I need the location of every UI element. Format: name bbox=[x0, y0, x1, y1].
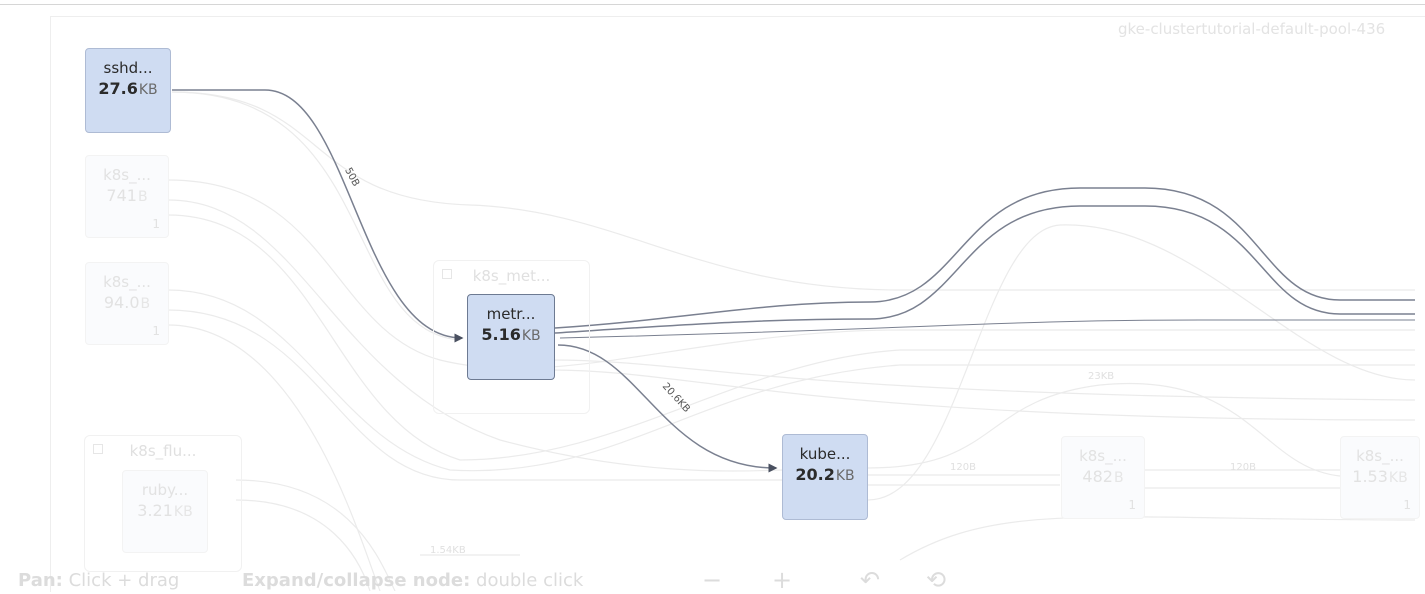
node-count: 1 bbox=[1403, 498, 1411, 512]
node-count: 1 bbox=[1128, 498, 1136, 512]
edge-label-faint: 120B bbox=[1230, 462, 1256, 473]
pan-hint: Pan: Click + drag bbox=[18, 570, 180, 591]
top-divider bbox=[0, 4, 1425, 5]
node-metr[interactable]: metr... 5.16KB bbox=[467, 294, 555, 380]
faded-edges bbox=[167, 91, 1416, 591]
node-sshd[interactable]: sshd... 27.6KB bbox=[85, 48, 171, 133]
node-name: kube... bbox=[799, 445, 851, 463]
edge-label-faint: 120B bbox=[950, 462, 976, 473]
group-k8s-met[interactable]: k8s_met... bbox=[433, 260, 590, 414]
active-edges bbox=[172, 89, 1415, 473]
node-count: 1 bbox=[152, 324, 160, 338]
node-name: k8s_... bbox=[103, 166, 151, 184]
group-collapse-icon[interactable] bbox=[442, 269, 452, 279]
node-count: 1 bbox=[152, 217, 160, 231]
edge-metr-kube bbox=[557, 344, 778, 473]
edge-metr-out-1 bbox=[554, 187, 1415, 329]
node-name: k8s_... bbox=[1079, 447, 1127, 465]
node-value: 27.6KB bbox=[98, 79, 158, 98]
node-k8s-d[interactable]: k8s_... 1.53KB 1 bbox=[1340, 436, 1420, 519]
edge-metr-out-2 bbox=[554, 205, 1415, 334]
node-name: k8s_... bbox=[1356, 447, 1404, 465]
node-value: 482B bbox=[1082, 467, 1124, 486]
plus-icon[interactable]: + bbox=[771, 566, 793, 594]
group-collapse-icon[interactable] bbox=[93, 444, 103, 454]
node-value: 1.53KB bbox=[1352, 467, 1408, 486]
node-value: 741B bbox=[106, 186, 148, 205]
minus-icon[interactable]: − bbox=[701, 566, 723, 594]
group-title: k8s_flu... bbox=[129, 442, 197, 460]
node-value: 94.0B bbox=[103, 293, 151, 312]
node-name: metr... bbox=[486, 305, 536, 323]
cluster-name: gke-clustertutorial-default-pool-436 bbox=[1118, 20, 1386, 38]
node-value: 20.2KB bbox=[795, 465, 855, 484]
node-k8s-c[interactable]: k8s_... 482B 1 bbox=[1061, 436, 1145, 519]
node-name: ruby... bbox=[141, 481, 189, 499]
edge-sshd-metr bbox=[172, 89, 464, 343]
node-ruby[interactable]: ruby... 3.21KB bbox=[122, 470, 208, 553]
node-name: k8s_... bbox=[103, 273, 151, 291]
group-title: k8s_met... bbox=[472, 267, 551, 285]
undo-icon[interactable]: ↶ bbox=[859, 566, 881, 594]
cluster-frame bbox=[50, 16, 1425, 592]
reset-view-icon[interactable]: ⟲ bbox=[925, 566, 947, 594]
edge-label-faint: 1.54KB bbox=[430, 545, 466, 556]
node-kube[interactable]: kube... 20.2KB bbox=[782, 434, 868, 520]
node-value: 3.21KB bbox=[137, 501, 193, 520]
node-k8s-b[interactable]: k8s_... 94.0B 1 bbox=[85, 262, 169, 345]
node-name: sshd... bbox=[103, 59, 153, 77]
edge-return bbox=[559, 319, 1415, 339]
expand-hint: Expand/collapse node: double click bbox=[242, 570, 584, 591]
edge-label-faint: 23KB bbox=[1088, 371, 1115, 382]
node-value: 5.16KB bbox=[481, 325, 541, 344]
group-k8s-flu[interactable]: k8s_flu... bbox=[84, 435, 242, 572]
node-k8s-a[interactable]: k8s_... 741B 1 bbox=[85, 155, 169, 238]
